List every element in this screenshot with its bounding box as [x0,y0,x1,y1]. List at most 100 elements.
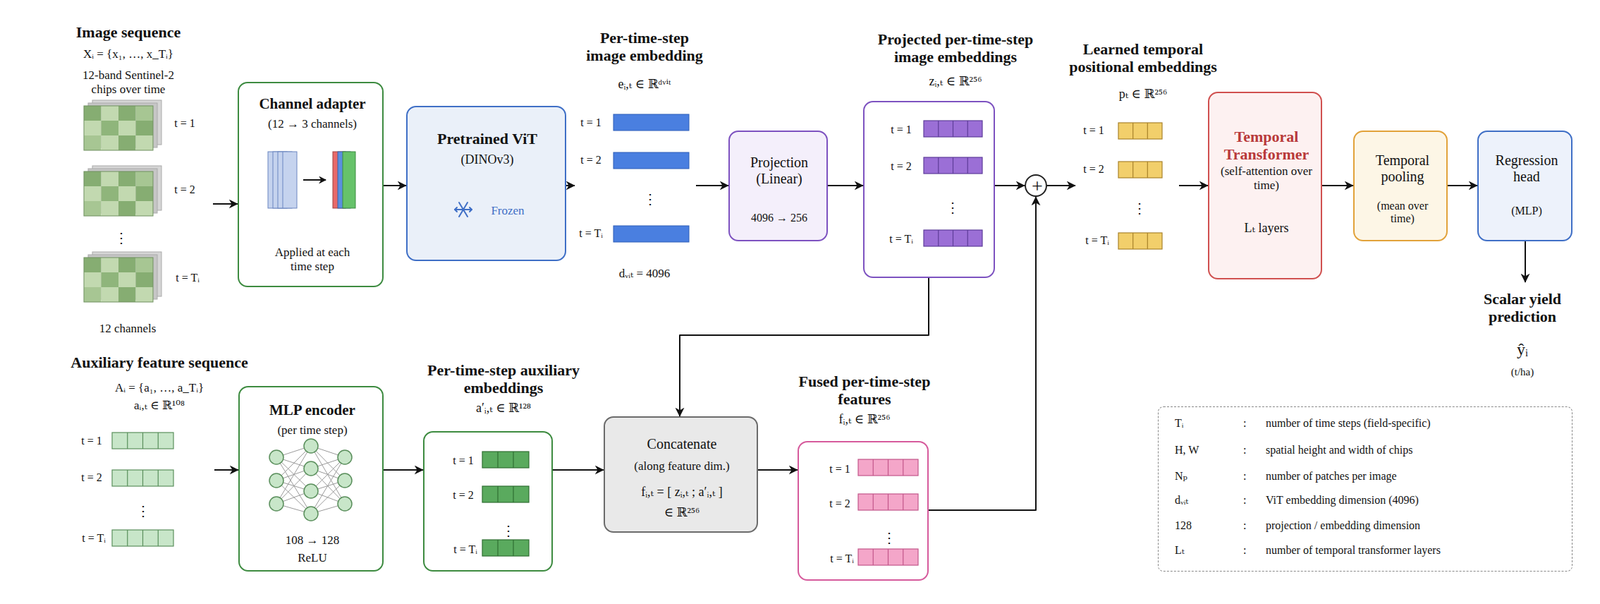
node-text: t = 2 [573,153,609,167]
node-text: (DINOv3) [416,152,558,168]
node-text: zᵢ,ₜ ∈ ℝ²⁵⁶ [884,74,1027,89]
node-text: t = 1 [163,117,206,130]
embedding-group: Learned temporal positional embeddingspₜ… [1075,30,1180,256]
sum-circle: + [1024,174,1048,197]
arrow-connector [758,468,798,471]
node-text: number of patches per image [1265,469,1562,483]
arrow-connector [1447,184,1478,187]
node-text: 4096 → 256 [733,211,826,225]
node-text: ∈ ℝ²⁵⁶ [628,504,735,520]
node-text: fᵢ,ₜ ∈ ℝ²⁵⁶ [794,411,936,427]
node-text: t = Tᵢ [883,232,919,246]
arrow-connector [566,184,575,187]
node-text: : [1243,543,1258,557]
embedding-box: Fused per-time-step featuresfᵢ,ₜ ∈ ℝ²⁵⁶t… [797,440,929,581]
embedding-box: Projected per-time-step image embeddings… [863,100,995,278]
node-text: t = Tᵢ [1079,234,1115,247]
node-text: t = Tᵢ [824,552,860,565]
process-box: Concatenate(along feature dim.)fᵢ,ₜ = [ … [603,416,759,533]
node-text: Per-time-step auxiliary embeddings [418,361,589,398]
model-box: Pretrained ViT(DINOv3)Frozen [406,105,567,261]
node-text: t = 1 [74,434,110,448]
node-text: Channel adapter [241,95,383,113]
node-text: ŷᵢ [1501,339,1544,360]
node-text: t = Tᵢ [447,542,484,556]
process-box: Channel adapter(12 → 3 channels)Applied … [237,81,384,287]
node-text: t = 2 [883,160,919,173]
node-text: t = 1 [822,462,858,476]
input-group: Image sequenceXᵢ = {x₁, …, x_Tᵢ}12-band … [56,17,213,343]
node-text: (self-attention over time) [1219,164,1315,192]
arrow-connector [552,468,604,471]
arrow-connector [383,468,424,471]
channel-adapter-icon [267,151,356,209]
node-text: Tᵢ [1174,416,1239,430]
node-text: MLP encoder [241,401,383,419]
arrow-connector [994,184,1025,187]
node-text: Aᵢ = {a₁, …, a_Tᵢ} [71,380,248,395]
arrow-connector [214,468,239,471]
chip-stack [83,100,162,302]
input-group: Auxiliary feature sequenceAᵢ = {a₁, …, a… [61,351,215,551]
node-text: Image sequence [50,23,206,41]
node-text: ⋮ [1128,200,1151,217]
projected-bar [923,120,983,137]
image-chip [83,251,162,302]
node-text: (per time step) [241,423,383,438]
process-box: Regression head(MLP) [1477,130,1573,242]
node-text: t = 1 [1076,124,1112,137]
node-text: : [1243,518,1258,532]
node-text: t = Tᵢ [573,227,609,240]
node-text: t = 2 [163,183,206,197]
node-text: 108 → 128 [259,533,366,548]
positional-bar [1118,122,1163,139]
fused-bar [858,493,919,510]
node-text: t = 1 [573,116,609,130]
node-text: (t/ha) [1487,365,1558,378]
node-text: t = 2 [822,497,858,510]
node-text: (mean over time) [1367,199,1438,226]
node-text: Nₚ [1174,469,1239,483]
aux-embedding-bar [482,485,529,503]
node-text: + [1026,174,1048,198]
node-text: Learned temporal positional embeddings [1061,40,1225,77]
node-text: 12 channels [71,321,185,336]
node-text: Temporal pooling [1360,152,1445,185]
node-text: ViT embedding dimension (4096) [1265,493,1562,507]
node-text: : [1243,416,1258,430]
projected-bar [923,157,983,174]
node-text: Concatenate [607,435,756,453]
node-text: ReLU [277,550,348,565]
node-text: ⋮ [878,529,900,546]
arrow-connector [212,203,238,205]
arrow-connector [695,184,729,187]
node-text: Xᵢ = {x₁, …, x_Tᵢ} [50,47,206,62]
node-text: Fused per-time-step features [790,372,939,409]
node-text: projection / embedding dimension [1265,518,1562,532]
positional-bar [1118,161,1163,178]
node-text: Projection (Linear) [740,154,818,187]
node-text: Auxiliary feature sequence [46,353,273,371]
node-text: eᵢ,ₜ ∈ ℝᵈᵛⁱᵗ [573,76,716,92]
embedding-bars [112,114,1163,565]
node-text: (along feature dim.) [607,459,756,474]
arrow-connector [1179,184,1208,187]
node-text: number of time steps (field-specific) [1265,416,1562,430]
arrow-connector [383,184,407,187]
arrow-connector [1322,184,1354,187]
neural-net-icon [269,438,352,521]
node-text: ⋮ [132,502,154,519]
process-box: Temporal pooling (mean over time) [1353,130,1448,242]
embedding-box: Per-time-step auxiliary embeddingsa′ᵢ,ₜ … [423,430,553,572]
node-text: Pretrained ViT [409,129,565,148]
node-text: t = Tᵢ [76,531,112,545]
node-text: ⋮ [942,199,964,216]
projected-bar [923,229,983,247]
output-group: Scalar yield predictionŷᵢ(t/ha) [1452,282,1594,385]
node-text: : [1243,469,1258,483]
fused-bar [858,548,919,565]
aux-embedding-bar [482,539,529,556]
arrow-connector [1047,184,1076,187]
